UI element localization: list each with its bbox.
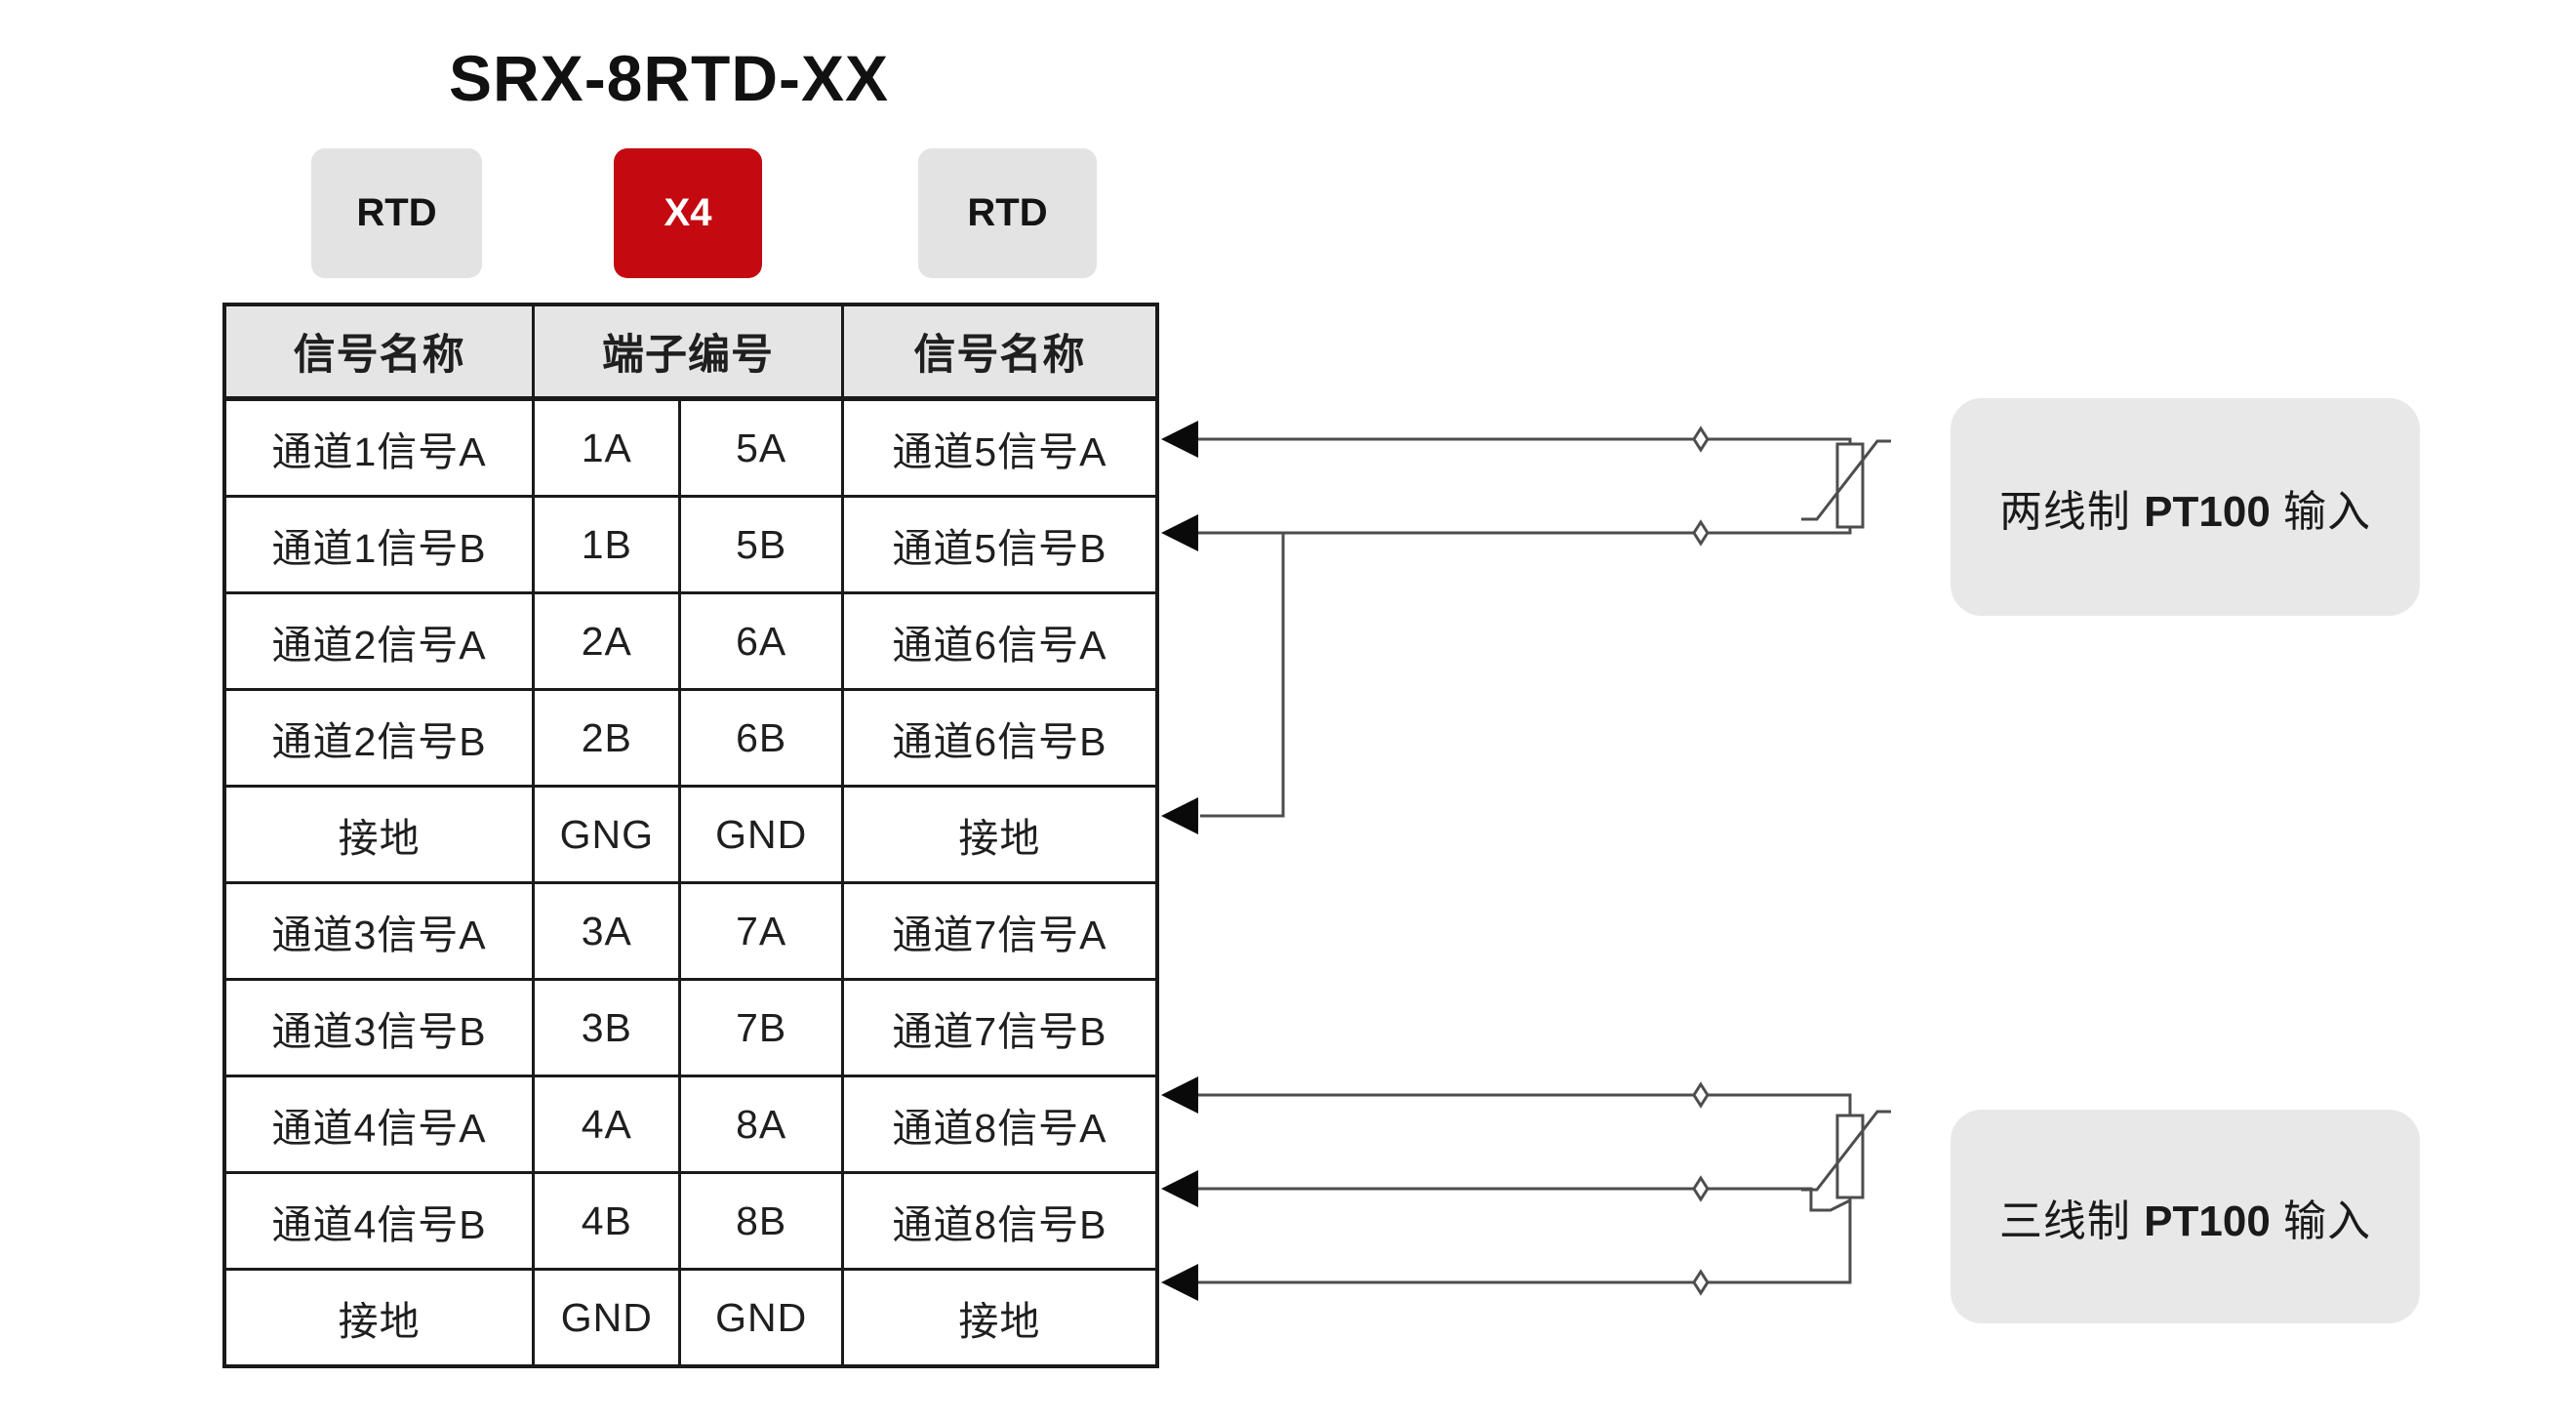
table-cell: GND xyxy=(678,1268,844,1368)
table-cell: 2A xyxy=(532,591,682,691)
table-row: 通道2信号A 2A 6A 通道6信号A xyxy=(222,591,1159,691)
table-cell: 6A xyxy=(678,591,844,691)
table-cell: 通道2信号A xyxy=(222,591,536,691)
header-terminal: 端子编号 xyxy=(532,303,844,401)
table-cell: GNG xyxy=(532,785,682,884)
wire-line xyxy=(1200,533,1285,818)
table-cell: 1A xyxy=(532,397,682,498)
left-arrowhead-icon xyxy=(1161,514,1198,551)
table-row: 接地 GNG GND 接地 xyxy=(222,785,1159,884)
three-wire-note-prefix: 三线制 xyxy=(1998,1197,2145,1245)
header-signal-left: 信号名称 xyxy=(222,303,536,401)
table-row: 接地 GND GND 接地 xyxy=(222,1268,1159,1368)
table-cell: 接地 xyxy=(840,785,1159,884)
badge-x4-label: X4 xyxy=(664,191,712,234)
two-wire-note-box: 两线制 PT100 输入 xyxy=(1951,398,2420,616)
table-cell: 通道3信号B xyxy=(222,978,536,1077)
table-cell: 通道6信号B xyxy=(840,688,1159,788)
table-cell: 通道6信号A xyxy=(840,591,1159,691)
table-cell: 通道3信号A xyxy=(222,881,536,981)
table-cell: 3A xyxy=(532,881,682,981)
table-cell: 2B xyxy=(532,688,682,788)
terminal-table: 信号名称 端子编号 信号名称 通道1信号A 1A 5A 通道5信号A 通道1信号… xyxy=(222,303,1159,1368)
badge-x4: X4 xyxy=(614,148,762,278)
table-cell: 接地 xyxy=(222,1268,536,1368)
table-cell: 8B xyxy=(678,1171,844,1271)
table-cell: 通道7信号A xyxy=(840,881,1159,981)
left-arrowhead-icon xyxy=(1161,1170,1198,1207)
rtd-resistor-icon xyxy=(1835,442,1865,529)
diamond-connector-icon xyxy=(1692,1081,1710,1109)
left-arrowhead-icon xyxy=(1161,797,1198,834)
table-cell: 通道1信号B xyxy=(222,495,536,594)
left-arrowhead-icon xyxy=(1161,1076,1198,1114)
table-cell: 8A xyxy=(678,1075,844,1174)
table-row: 通道2信号B 2B 6B 通道6信号B xyxy=(222,688,1159,788)
three-wire-note-text: 三线制 PT100 输入 xyxy=(1999,1186,2371,1248)
wire-line xyxy=(1196,1197,1852,1284)
table-row: 通道1信号A 1A 5A 通道5信号A xyxy=(222,397,1159,498)
table-cell: 通道2信号B xyxy=(222,688,536,788)
table-row: 通道4信号B 4B 8B 通道8信号B xyxy=(222,1171,1159,1271)
table-header-row: 信号名称 端子编号 信号名称 xyxy=(222,303,1159,401)
table-cell: 通道5信号A xyxy=(840,397,1159,498)
table-cell: 7B xyxy=(678,978,844,1077)
rtd-resistor-icon xyxy=(1835,1114,1865,1199)
two-wire-note-bold: PT100 xyxy=(2144,487,2271,536)
two-wire-note-suffix: 输入 xyxy=(2270,487,2372,536)
left-arrowhead-icon xyxy=(1161,421,1198,458)
table-cell: 5B xyxy=(678,495,844,594)
table-cell: 通道1信号A xyxy=(222,397,536,498)
table-cell: 通道4信号B xyxy=(222,1171,536,1271)
two-wire-note-prefix: 两线制 xyxy=(1998,487,2145,536)
table-cell: GND xyxy=(678,785,844,884)
rtd-resistor-diagonal xyxy=(1801,439,1891,521)
table-row: 通道3信号A 3A 7A 通道7信号A xyxy=(222,881,1159,981)
two-wire-note-text: 两线制 PT100 输入 xyxy=(1999,476,2371,539)
wire-line xyxy=(1196,527,1852,535)
table-cell: 接地 xyxy=(840,1268,1159,1368)
three-wire-note-suffix: 输入 xyxy=(2270,1197,2372,1245)
table-cell: 3B xyxy=(532,978,682,1077)
rtd-resistor-diagonal xyxy=(1801,1110,1891,1192)
three-wire-note-box: 三线制 PT100 输入 xyxy=(1951,1110,2420,1323)
table-cell: 4B xyxy=(532,1171,682,1271)
table-cell: 接地 xyxy=(222,785,536,884)
page-title: SRX-8RTD-XX xyxy=(449,42,890,114)
table-cell: 5A xyxy=(678,397,844,498)
table-cell: 通道5信号B xyxy=(840,495,1159,594)
diamond-connector-icon xyxy=(1692,1175,1710,1202)
two-wire-arrows xyxy=(1161,421,1198,834)
wire-line xyxy=(1196,437,1852,444)
badge-rtd-left-label: RTD xyxy=(356,191,437,234)
three-wire-arrows xyxy=(1161,1076,1198,1301)
table-cell: 6B xyxy=(678,688,844,788)
table-cell: 通道8信号A xyxy=(840,1075,1159,1174)
badge-rtd-right: RTD xyxy=(918,148,1097,278)
table-cell: 通道7信号B xyxy=(840,978,1159,1077)
table-row: 通道4信号A 4A 8A 通道8信号A xyxy=(222,1075,1159,1174)
header-signal-right: 信号名称 xyxy=(840,303,1159,401)
wire-line xyxy=(1196,1187,1851,1212)
three-wire-note-bold: PT100 xyxy=(2144,1197,2271,1245)
table-row: 通道3信号B 3B 7B 通道7信号B xyxy=(222,978,1159,1077)
badge-rtd-right-label: RTD xyxy=(967,191,1048,234)
badge-rtd-left: RTD xyxy=(311,148,482,278)
table-cell: 通道8信号B xyxy=(840,1171,1159,1271)
diamond-connector-icon xyxy=(1692,1269,1710,1296)
table-cell: 7A xyxy=(678,881,844,981)
table-row: 通道1信号B 1B 5B 通道5信号B xyxy=(222,495,1159,594)
diamond-connector-icon xyxy=(1692,519,1710,547)
table-cell: 1B xyxy=(532,495,682,594)
three-wire-circuit xyxy=(1196,1081,1891,1296)
table-cell: GND xyxy=(532,1268,682,1368)
two-wire-circuit xyxy=(1196,426,1891,818)
table-cell: 4A xyxy=(532,1075,682,1174)
wire-line xyxy=(1196,1093,1852,1116)
left-arrowhead-icon xyxy=(1161,1264,1198,1301)
table-cell: 通道4信号A xyxy=(222,1075,536,1174)
diamond-connector-icon xyxy=(1692,426,1710,453)
